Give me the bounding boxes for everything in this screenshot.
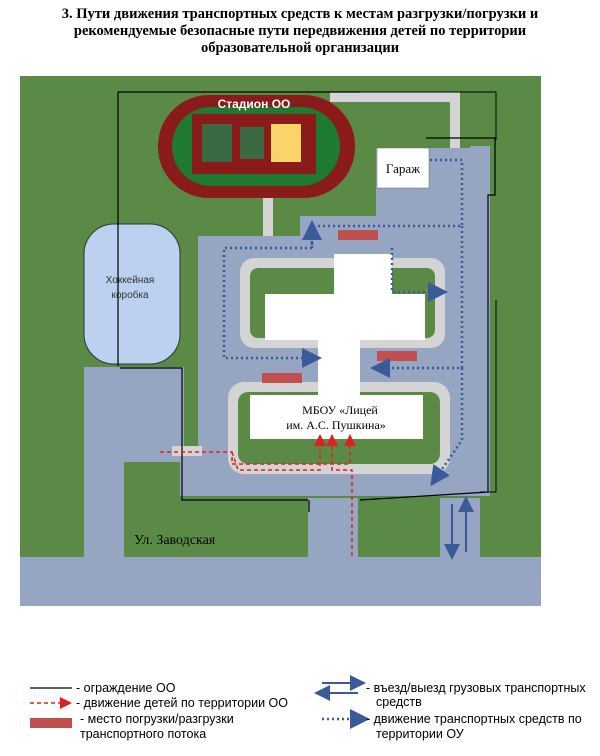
street-road — [20, 557, 541, 606]
hockey-label-1: Хоккейная — [106, 275, 155, 286]
school-label-2: им. А.С. Пушкина» — [286, 418, 386, 432]
school-building-top — [334, 254, 392, 294]
driveway-center — [308, 498, 358, 558]
path-left-entrance — [172, 446, 202, 456]
legend-truck-label-1: - въезд/выезд грузовых транспортных — [366, 681, 586, 695]
legend-loading-label-2: транспортного потока — [80, 727, 206, 741]
garage-building — [376, 147, 430, 189]
stadium-box-1 — [202, 124, 232, 162]
page-title: 3. Пути движения транспортных средств к … — [0, 6, 600, 57]
legend-children-label: - движение детей по территории ОО — [76, 696, 288, 710]
school-building-base — [250, 395, 423, 439]
school-building-center — [318, 340, 360, 400]
children-route — [160, 434, 356, 556]
legend-vehicles-label-2: территории ОУ — [376, 727, 464, 741]
path-top-right — [330, 92, 460, 148]
loading-zone-3 — [262, 373, 302, 383]
legend-loading-label-1: - место погрузки/разгрузки — [80, 712, 234, 726]
street-label: Ул. Заводская — [134, 533, 216, 548]
left-road-upper — [84, 367, 184, 462]
legend-loading-symbol — [30, 718, 72, 728]
stadium-box-3 — [271, 124, 301, 162]
legend: - ограждение ОО - движение детей по терр… — [30, 675, 586, 741]
title-line-2: рекомендуемые безопасные пути передвижен… — [73, 23, 527, 39]
garage-label: Гараж — [386, 161, 421, 176]
stadium-box-2 — [240, 127, 264, 159]
loading-zone-1 — [338, 230, 378, 240]
legend-truck-label-2: средств — [376, 695, 422, 709]
title-line-1: 3. Пути движения транспортных средств к … — [61, 6, 539, 22]
vehicle-route — [222, 158, 464, 487]
title-line-3: образовательной организации — [200, 40, 400, 56]
hockey-rink — [83, 223, 181, 365]
hockey-label-2: коробка — [111, 289, 148, 301]
loading-zone-2 — [377, 351, 417, 361]
fence-line — [117, 91, 496, 512]
truck-entry-exit — [444, 496, 474, 560]
legend-vehicles-label-1: - движение транспортных средств по — [366, 712, 582, 726]
school-label-1: МБОУ «Лицей — [302, 403, 378, 417]
driveway-right — [440, 498, 480, 558]
path-from-stadium — [263, 192, 273, 236]
school-building-wing — [265, 294, 425, 340]
legend-fence-label: - ограждение ОО — [76, 681, 176, 695]
stadium-label: Стадион ОО — [218, 97, 291, 111]
fence-right — [360, 91, 497, 493]
